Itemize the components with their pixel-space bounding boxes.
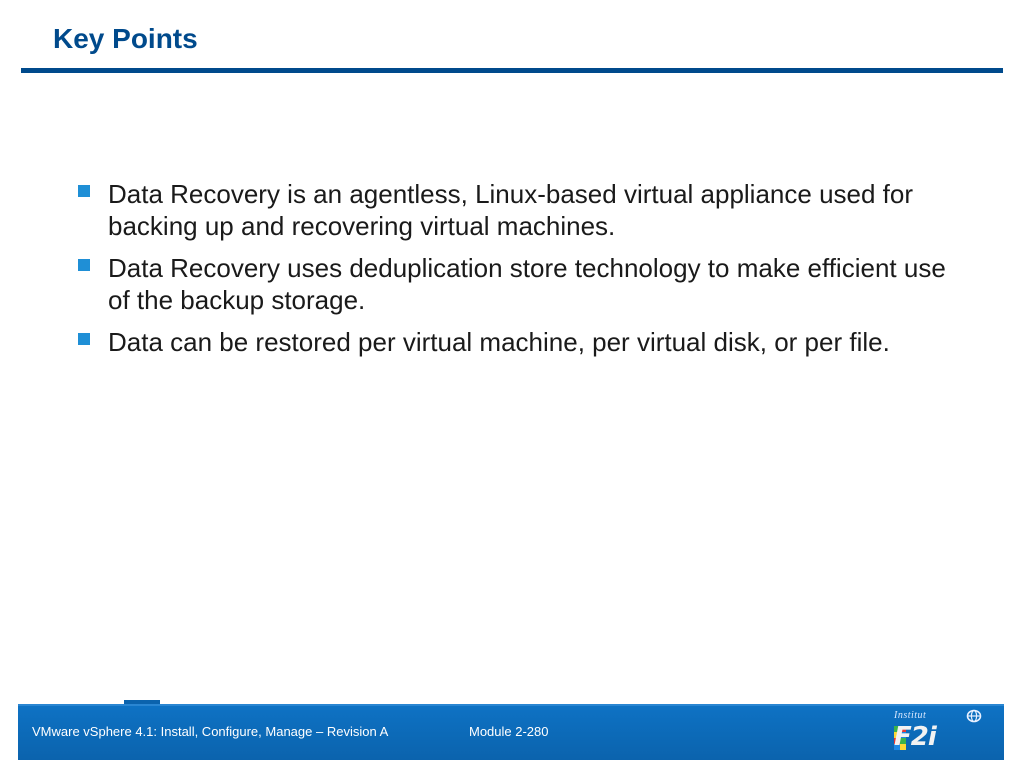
f2i-logo: Institut F2i bbox=[892, 709, 988, 756]
footer-course-title: VMware vSphere 4.1: Install, Configure, … bbox=[32, 724, 389, 739]
bullet-text: Data Recovery is an agentless, Linux-bas… bbox=[108, 179, 914, 241]
logo-tile-pattern bbox=[894, 726, 906, 750]
logo-letters: F2i bbox=[894, 722, 937, 752]
bullet-item: Data can be restored per virtual machine… bbox=[76, 326, 956, 358]
square-bullet-icon bbox=[78, 333, 90, 345]
square-bullet-icon bbox=[78, 185, 90, 197]
bullet-text: Data can be restored per virtual machine… bbox=[108, 327, 890, 357]
square-bullet-icon bbox=[78, 259, 90, 271]
page-title: Key Points bbox=[53, 23, 198, 54]
bullet-list: Data Recovery is an agentless, Linux-bas… bbox=[76, 178, 956, 368]
bullet-item: Data Recovery is an agentless, Linux-bas… bbox=[76, 178, 956, 242]
bullet-text: Data Recovery uses deduplication store t… bbox=[108, 253, 946, 315]
globe-icon bbox=[966, 709, 982, 723]
footer-notch bbox=[124, 700, 160, 704]
logo-institute-text: Institut bbox=[894, 710, 927, 721]
bullet-item: Data Recovery uses deduplication store t… bbox=[76, 252, 956, 316]
footer-module-number: Module 2-280 bbox=[469, 724, 549, 739]
footer-bar: VMware vSphere 4.1: Install, Configure, … bbox=[18, 704, 1004, 760]
title-divider bbox=[21, 68, 1003, 73]
